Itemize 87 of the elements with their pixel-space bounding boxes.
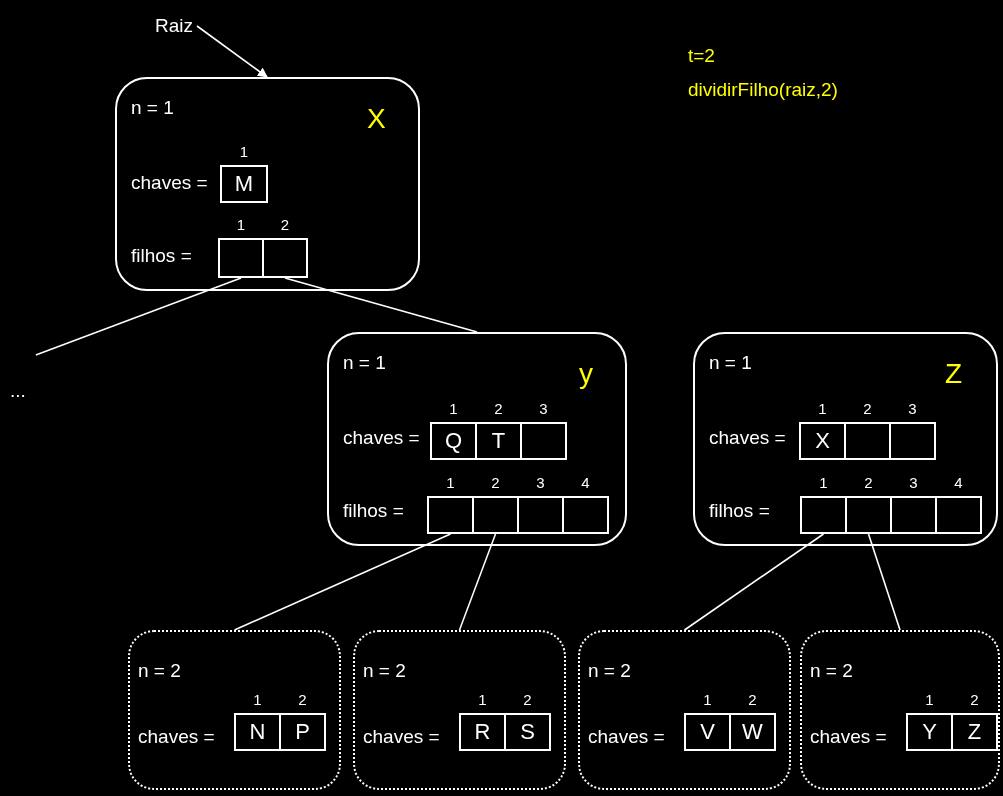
- root-label: Raiz: [155, 15, 193, 37]
- field-label: filhos =: [709, 500, 770, 522]
- index-number: 2: [969, 691, 980, 708]
- index-number: 1: [445, 474, 456, 491]
- field-label: filhos =: [343, 500, 404, 522]
- array-cell: M: [220, 165, 268, 203]
- index-number: 1: [817, 400, 828, 417]
- array-cell: P: [279, 713, 326, 751]
- connector-line: [458, 533, 497, 631]
- array-cell: [935, 496, 982, 534]
- arrow: [196, 25, 268, 78]
- array-cell: V: [684, 713, 731, 751]
- tree-node-box: [115, 77, 420, 291]
- index-number: 2: [493, 400, 504, 417]
- array-cell: W: [729, 713, 776, 751]
- connector-line: [683, 533, 825, 631]
- index-number: 4: [953, 474, 964, 491]
- index-number: 1: [448, 400, 459, 417]
- node-name: y: [579, 358, 593, 390]
- array-cell: [472, 496, 519, 534]
- array-cell: [262, 238, 308, 278]
- note-text: t=2: [688, 45, 715, 67]
- field-label: n = 2: [810, 660, 853, 682]
- index-number: 1: [924, 691, 935, 708]
- array-cell: Z: [951, 713, 998, 751]
- field-label: n = 1: [131, 97, 174, 119]
- ellipsis-text: ...: [10, 380, 26, 402]
- field-label: chaves =: [588, 726, 665, 748]
- index-number: 3: [907, 400, 918, 417]
- index-number: 3: [535, 474, 546, 491]
- field-label: n = 2: [138, 660, 181, 682]
- index-number: 4: [580, 474, 591, 491]
- array-cell: [845, 496, 892, 534]
- array-cell: [517, 496, 564, 534]
- field-label: n = 2: [363, 660, 406, 682]
- array-cell: X: [799, 422, 846, 460]
- array-cell: [889, 422, 936, 460]
- field-label: filhos =: [131, 245, 192, 267]
- index-number: 2: [862, 400, 873, 417]
- index-number: 3: [538, 400, 549, 417]
- index-number: 2: [747, 691, 758, 708]
- tree-node-box: [327, 332, 627, 546]
- array-cell: S: [504, 713, 551, 751]
- index-number: 2: [522, 691, 533, 708]
- array-cell: [218, 238, 264, 278]
- array-cell: Q: [430, 422, 477, 460]
- array-cell: T: [475, 422, 522, 460]
- index-number: 3: [908, 474, 919, 491]
- node-name: Z: [945, 358, 963, 390]
- field-label: chaves =: [131, 172, 208, 194]
- connector-line: [233, 533, 452, 631]
- tree-node-box: [693, 332, 998, 546]
- index-number: 2: [490, 474, 501, 491]
- index-number: 2: [279, 216, 291, 233]
- tree-node-box: [353, 630, 566, 790]
- tree-node-box: [578, 630, 791, 790]
- index-number: 1: [252, 691, 263, 708]
- index-number: 1: [702, 691, 713, 708]
- index-number: 1: [477, 691, 488, 708]
- array-cell: R: [459, 713, 506, 751]
- index-number: 1: [235, 216, 247, 233]
- index-number: 1: [818, 474, 829, 491]
- array-cell: [890, 496, 937, 534]
- node-name: X: [367, 103, 386, 135]
- array-cell: [427, 496, 474, 534]
- field-label: chaves =: [363, 726, 440, 748]
- field-label: n = 1: [709, 352, 752, 374]
- field-label: n = 1: [343, 352, 386, 374]
- tree-node-box: [800, 630, 1000, 790]
- field-label: chaves =: [343, 427, 420, 449]
- array-cell: [844, 422, 891, 460]
- tree-node-box: [128, 630, 341, 790]
- field-label: chaves =: [810, 726, 887, 748]
- note-text: dividirFilho(raiz,2): [688, 79, 838, 101]
- field-label: n = 2: [588, 660, 631, 682]
- field-label: chaves =: [138, 726, 215, 748]
- array-cell: Y: [906, 713, 953, 751]
- array-cell: [800, 496, 847, 534]
- array-cell: [562, 496, 609, 534]
- field-label: chaves =: [709, 427, 786, 449]
- index-number: 1: [238, 143, 250, 160]
- array-cell: N: [234, 713, 281, 751]
- index-number: 2: [297, 691, 308, 708]
- array-cell: [520, 422, 567, 460]
- connector-line: [867, 533, 901, 631]
- connector-line: [35, 277, 242, 356]
- index-number: 2: [863, 474, 874, 491]
